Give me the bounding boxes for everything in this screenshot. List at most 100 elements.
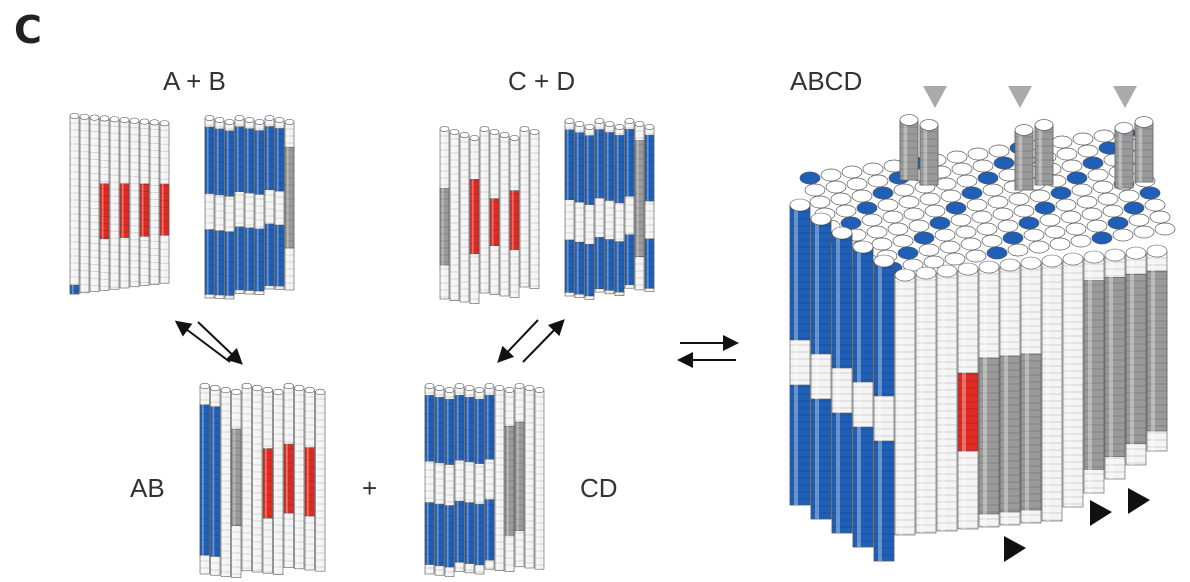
cylinder-column (1125, 246, 1147, 466)
cylinder-column (244, 117, 255, 295)
cylinder-column (519, 126, 530, 288)
cylinder-column (474, 387, 485, 575)
label-abcd: ABCD (790, 66, 863, 96)
cylinder-column (1034, 119, 1054, 186)
cylinder-column (464, 385, 475, 574)
equilibrium-arrows-right (497, 319, 565, 363)
cylinder-column (1146, 244, 1168, 452)
cylinder-column (529, 129, 540, 289)
panel-letter: C (14, 8, 42, 52)
cylinder-column (1041, 254, 1063, 522)
cylinder-column (1020, 256, 1042, 524)
cylinder-column (1114, 122, 1134, 189)
cylinder-column (149, 119, 160, 285)
cylinder-column (79, 113, 90, 294)
cylinder-column (459, 131, 470, 303)
bundle-ab (199, 382, 326, 578)
cylinder-column (604, 121, 615, 295)
cylinder-column (614, 124, 625, 296)
cylinder-column (789, 198, 811, 506)
cylinder-column (899, 114, 919, 181)
cylinder-column (129, 117, 140, 288)
cylinder-column (99, 115, 110, 291)
cylinder-column (584, 124, 595, 300)
cylinder-column (220, 386, 231, 577)
cylinder-column (936, 264, 958, 532)
bundle-d (564, 118, 655, 300)
cylinder-column (283, 382, 294, 568)
cylinder-column (810, 212, 832, 520)
cylinder-column (494, 385, 505, 571)
cylinder-column (262, 386, 273, 574)
cylinder-column (214, 117, 225, 299)
cylinder-column (294, 384, 305, 570)
cylinder-column (524, 385, 535, 569)
cylinder-column (1014, 124, 1034, 191)
bundle-cd (424, 383, 545, 577)
cylinder-column (224, 119, 235, 300)
cylinder-column (634, 121, 645, 291)
cylinder-column (139, 118, 150, 286)
cylinder-column (978, 260, 1000, 528)
cylinder-column (479, 126, 490, 294)
cylinder-column (284, 119, 295, 291)
cylinder-column (1062, 252, 1084, 508)
cylinder-column (449, 129, 460, 301)
bundle-abcd (789, 114, 1176, 562)
cylinder-column (254, 119, 265, 295)
cylinder-column (644, 124, 655, 292)
cylinder-column (210, 384, 221, 576)
cylinder-column (564, 118, 575, 297)
cylinder-column (1104, 248, 1126, 480)
cylinder-column (315, 388, 326, 572)
cylinder-column (504, 387, 515, 572)
cylinder-column (424, 383, 435, 575)
cylinder-column (439, 126, 450, 300)
label-a-plus-b: A + B (163, 66, 226, 96)
equilibrium-arrows-left (174, 320, 243, 365)
bundle-c (439, 126, 540, 304)
cylinder-column (957, 262, 979, 530)
cylinder-column (534, 387, 545, 570)
cylinder-column (574, 121, 585, 298)
cylinder-column (919, 119, 939, 186)
cylinder-column (915, 266, 937, 534)
cylinder-column (274, 117, 285, 290)
cylinder-column (159, 120, 170, 284)
cylinder-column (469, 134, 480, 304)
cylinder-column (484, 383, 495, 570)
cylinder-column (109, 116, 120, 290)
cylinder-column (119, 117, 130, 289)
cylinder-column (204, 115, 215, 299)
cylinder-column (894, 268, 916, 536)
equilibrium-arrows-center (677, 335, 739, 368)
cylinder-column (852, 240, 874, 548)
bundle-a (69, 113, 170, 295)
cylinder-column (434, 385, 445, 576)
cylinder-column (69, 113, 80, 295)
label-cd: CD (580, 473, 618, 503)
cylinder-column (252, 384, 263, 573)
bundle-b (204, 115, 295, 300)
cylinder-column (454, 383, 465, 572)
cylinder-column (499, 131, 510, 297)
cylinder-column (1134, 116, 1154, 183)
cylinder-column (509, 134, 520, 298)
cylinder-column (264, 115, 275, 290)
cylinder-column (273, 388, 284, 575)
cylinder-column (89, 114, 100, 292)
cylinder-column (241, 382, 252, 572)
cylinder-column (594, 118, 605, 293)
cylinder-column (1083, 250, 1105, 494)
cylinder-column (831, 226, 853, 534)
cylinder-column (231, 388, 242, 578)
cylinder-column (199, 382, 210, 575)
label-ab: AB (130, 473, 165, 503)
cylinder-column (624, 118, 635, 289)
label-c-plus-d: C + D (508, 66, 576, 96)
cylinder-column (514, 383, 525, 568)
cylinder-column (304, 386, 315, 571)
cylinder-column (489, 129, 500, 295)
cylinder-column (234, 115, 245, 294)
cylinder-column (444, 387, 455, 577)
